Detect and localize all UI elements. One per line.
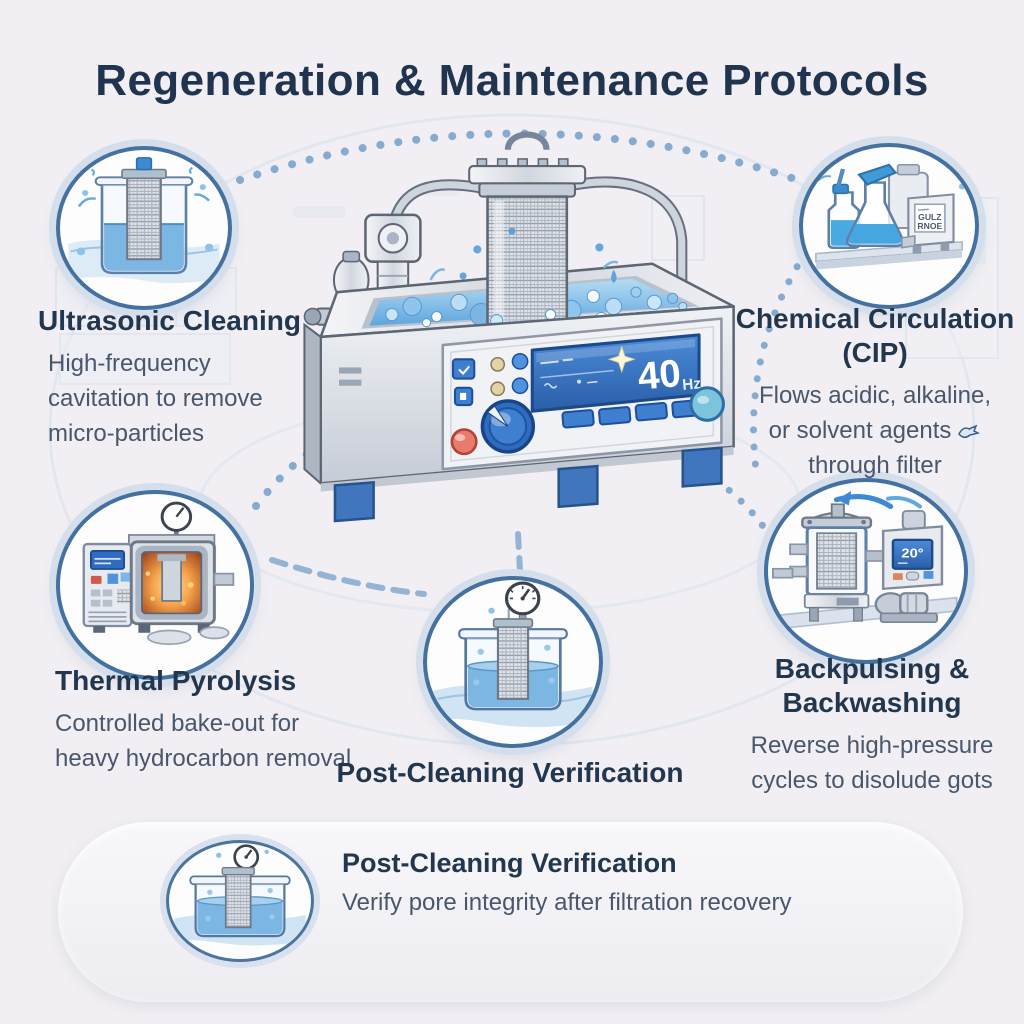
page-title: Regeneration & Maintenance Protocols [95, 56, 929, 105]
chemical-body-line: through filter [808, 452, 942, 479]
machine-display-value: 40 [636, 352, 683, 399]
ultrasonic-body-line: High-frequency [48, 350, 211, 377]
dispenser-label-line1: GULZ [918, 213, 941, 222]
frequency-display: 40 Hz [530, 333, 702, 413]
flask-spout [857, 163, 898, 186]
footer-heading: Post-Cleaning Verification [342, 848, 677, 878]
backpulse-body: Reverse high-pressure cycles to disolude… [722, 728, 1022, 798]
machine-foot [333, 480, 375, 523]
thermal-heading: Thermal Pyrolysis [55, 665, 297, 696]
beaker-ultrasonic-icon [68, 157, 220, 284]
beaker-gauge-icon [433, 581, 593, 728]
sparkle-icon [607, 345, 636, 374]
ultrasonic-body-line: cavitation to remove [48, 385, 263, 412]
ultrasonic-node-icon [56, 146, 232, 310]
thermal-textblock: Thermal Pyrolysis Controlled bake-out fo… [55, 664, 367, 776]
chemical-heading-line1: Chemical Circulation [735, 303, 1015, 334]
panel-buttons-left [451, 352, 529, 407]
footer-icon-circle [166, 840, 314, 962]
chemical-body-line-text: or solvent agents [768, 417, 952, 444]
thermal-body-line: Controlled bake-out for [55, 710, 300, 737]
backpulse-body-line: cycles to disolude gots [751, 767, 993, 794]
power-button [450, 428, 478, 456]
chemical-body-line: Flows acidic, alkaline, [758, 382, 992, 409]
dispenser-label-line2: RNOE [917, 222, 942, 231]
filter-housing-pump-icon: 20° [771, 490, 958, 630]
thermal-body: Controlled bake-out for heavy hydrocarbo… [55, 706, 367, 776]
chemical-bottles-icon: GULZ RNOE [815, 163, 966, 270]
backpulse-heading-line2: Backwashing [782, 687, 962, 718]
backpulse-display-value: 20° [901, 545, 924, 560]
ultrasonic-textblock: Ultrasonic Cleaning High-frequency cavit… [38, 304, 310, 451]
machine-illustration: 40 Hz [303, 131, 735, 523]
chemical-node-icon: GULZ RNOE [799, 143, 979, 309]
chemical-textblock: Chemical Circulation (CIP) Flows acidic,… [730, 302, 1020, 483]
scribble-icon [958, 424, 981, 438]
verification-textblock: Post-Cleaning Verification [335, 756, 685, 790]
chemical-heading-line2: (CIP) [842, 337, 908, 368]
footer-banner: Post-Cleaning Verification Verify pore i… [58, 822, 963, 1002]
backpulse-body-line: Reverse high-pressure [750, 732, 994, 759]
chemical-body: Flows acidic, alkaline, or solvent agent… [730, 378, 1020, 483]
backpulse-node-icon: 20° [764, 478, 968, 664]
thermal-body-line: heavy hydrocarbon removal [55, 745, 352, 772]
water-droplets [459, 227, 617, 284]
footer-body: Verify pore integrity after filtration r… [342, 889, 792, 916]
footer-textblock: Post-Cleaning Verification Verify pore i… [342, 848, 792, 917]
machine-foot [681, 446, 723, 488]
backpulse-heading-line1: Backpulsing & [774, 653, 970, 684]
backpulse-display [891, 538, 934, 570]
ultrasonic-heading: Ultrasonic Cleaning [38, 305, 301, 336]
footer-beaker-gauge-icon [174, 844, 306, 946]
connector-thermal-verif [269, 557, 427, 597]
verification-node-icon [423, 576, 603, 748]
verification-heading: Post-Cleaning Verification [336, 757, 684, 788]
ultrasonic-body-line: micro-particles [48, 420, 205, 447]
control-panel: 40 Hz [441, 317, 725, 471]
machine-foot [557, 464, 599, 509]
teal-knob [689, 386, 725, 422]
furnace-icon [82, 501, 235, 646]
rotary-knob [480, 399, 536, 454]
ultrasonic-body: High-frequency cavitation to remove micr… [38, 346, 310, 451]
chemical-body-line: or solvent agents [730, 413, 1020, 448]
machine-display-unit: Hz [682, 375, 702, 394]
thermal-node-icon [56, 490, 254, 680]
connector-thermal-machine [252, 430, 346, 510]
filter-cartridge [459, 131, 617, 335]
backpulse-textblock: Backpulsing & Backwashing Reverse high-p… [722, 652, 1022, 798]
